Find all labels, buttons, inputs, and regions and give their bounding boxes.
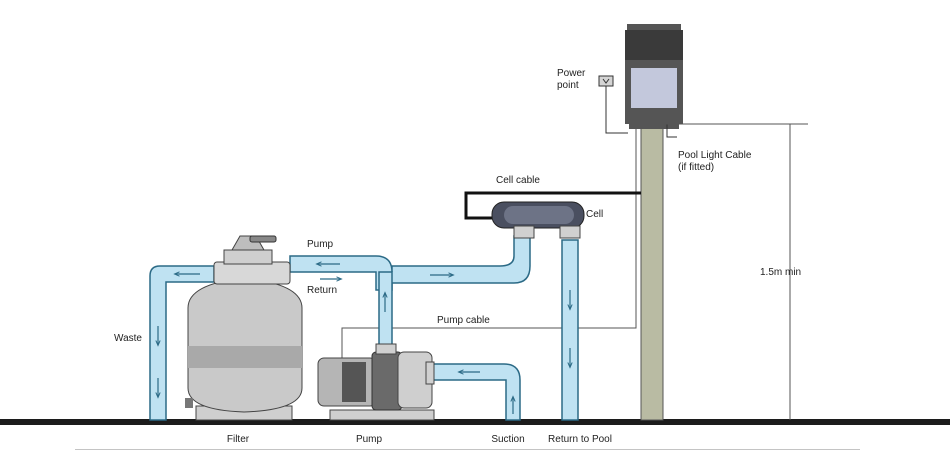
power-point-label-line2: point: [557, 80, 579, 91]
mounting-post: [640, 123, 664, 421]
pump-pipe-label: Pump: [307, 239, 334, 250]
chlorinator-controller: [625, 24, 683, 129]
cell-cable: [464, 191, 641, 220]
ground-line: [0, 419, 950, 425]
pool-pump: [317, 343, 435, 421]
salt-cell: [491, 201, 585, 239]
pool-light-cable: [666, 124, 677, 138]
cell-cable-label: Cell cable: [496, 175, 540, 186]
pool-light-cable-label-line2: (if fitted): [678, 162, 715, 173]
return-pipe-label: Return: [307, 285, 338, 296]
ground-label-pump: Pump: [355, 434, 383, 445]
height-dimension-label: 1.5m min: [760, 267, 802, 278]
ground-label-return-to-pool: Return to Pool: [548, 434, 612, 445]
height-dimension: [663, 123, 808, 420]
pool-light-cable-label-line1: Pool Light Cable: [678, 150, 752, 161]
ground-label-filter: Filter: [226, 434, 250, 445]
pump-cable-label: Pump cable: [437, 315, 490, 326]
pump-cable: [341, 124, 637, 358]
pool-light-cable-label: Pool Light Cable (if fitted): [678, 150, 751, 174]
pipes: [149, 235, 579, 421]
cell-label: Cell: [586, 209, 604, 220]
power-point: [598, 75, 628, 134]
power-point-label: Power point: [557, 68, 585, 92]
ground-label-suction: Suction: [491, 434, 525, 445]
sand-filter: [185, 235, 303, 421]
flow-arrows: [158, 264, 570, 414]
waste-label: Waste: [114, 333, 142, 344]
power-point-label-line1: Power: [557, 68, 586, 79]
